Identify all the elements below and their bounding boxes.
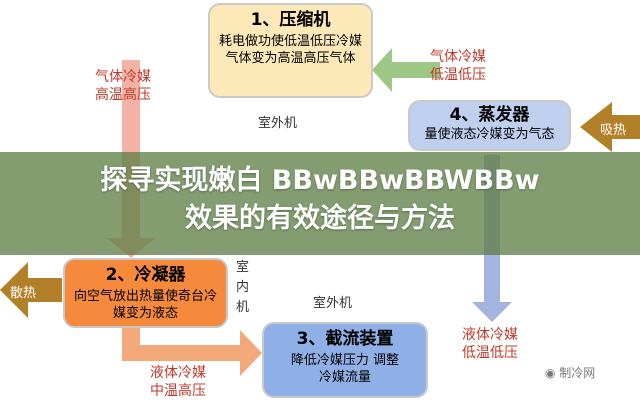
box-desc: 耗电做功使低温低压冷媒气体变为高温高压气体 xyxy=(218,34,362,66)
arrow-orange-right xyxy=(122,328,262,376)
box-desc: 量使液态冷媒变为气态 xyxy=(424,127,555,142)
label-outdoor-bottom: 室外机 xyxy=(313,296,353,311)
box-desc: 向空气放出热量使奇台冷媒变为液态 xyxy=(73,289,217,321)
condenser-box: 2、冷凝器 向空气放出热量使奇台冷媒变为液态 xyxy=(63,258,228,328)
compressor-box: 1、压缩机 耗电做功使低温低压冷媒气体变为高温高压气体 xyxy=(208,3,373,98)
label-gas-low: 气体冷媒 低温低压 xyxy=(430,49,486,83)
box-title: 4、蒸发器 xyxy=(449,105,530,125)
label-release-heat: 散热 xyxy=(10,286,37,301)
label-liquid-mid: 液体冷媒 中温高压 xyxy=(150,365,206,399)
label-gas-high: 气体冷媒 高温高压 xyxy=(95,69,151,103)
arrow-green-left xyxy=(372,48,440,92)
box-title: 2、冷凝器 xyxy=(105,265,186,285)
box-title: 1、压缩机 xyxy=(250,10,331,30)
label-absorb-heat: 吸热 xyxy=(600,123,627,138)
box-title: 3、截流装置 xyxy=(296,329,394,349)
box-desc: 降低冷媒压力 调整冷媒流量 xyxy=(290,353,400,385)
watermark: ◉ 制冷网 xyxy=(545,366,596,380)
title-banner: 探寻实现嫩白 BBwBBwBBWBBw 效果的有效途径与方法 xyxy=(0,152,640,255)
wechat-icon: ◉ xyxy=(545,366,560,380)
banner-title: 探寻实现嫩白 BBwBBwBBWBBw 效果的有效途径与方法 xyxy=(100,165,540,234)
throttle-box: 3、截流装置 降低冷媒压力 调整冷媒流量 xyxy=(262,322,428,398)
label-outdoor-top: 室外机 xyxy=(258,116,298,131)
label-indoor: 室内机 xyxy=(236,260,250,315)
evaporator-box: 4、蒸发器 量使液态冷媒变为气态 xyxy=(408,100,571,151)
arrow-absorb-heat xyxy=(580,102,640,152)
label-liquid-low: 液体冷媒 低温低压 xyxy=(462,327,518,361)
arrow-release-heat xyxy=(0,262,62,318)
